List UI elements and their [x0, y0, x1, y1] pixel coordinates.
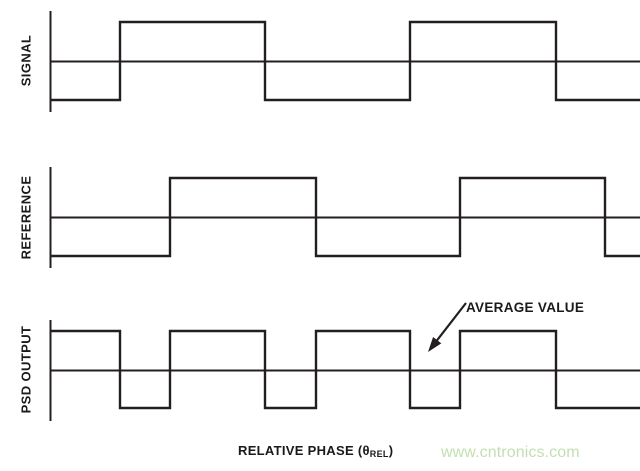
x-axis-label-subscript: REL: [369, 449, 389, 459]
waveform-trace-psd-output: [50, 329, 640, 410]
watermark-text: www.cntronics.com: [441, 444, 580, 461]
panel-signal: [49, 11, 640, 112]
arrow-shaft: [435, 302, 467, 343]
x-axis-label-close: ): [388, 443, 394, 458]
y-axis-label-reference: REFERENCE: [18, 175, 34, 260]
average-value-arrow: [428, 302, 467, 352]
y-axis-label-signal: SIGNAL: [18, 34, 34, 87]
arrow-head: [428, 336, 442, 352]
x-axis-label: RELATIVE PHASE (θREL): [238, 443, 394, 459]
average-value-annotation: AVERAGE VALUE: [466, 300, 585, 315]
waveform-trace-signal: [50, 20, 640, 102]
panel-reference: [49, 167, 640, 268]
panels-group: [49, 11, 640, 421]
waveform-trace-reference: [50, 176, 640, 258]
y-axis-label-psd-output: PSD OUTPUT: [18, 325, 34, 414]
x-axis-label-main: RELATIVE PHASE (θ: [238, 443, 370, 458]
panel-psd-output: [49, 320, 640, 421]
